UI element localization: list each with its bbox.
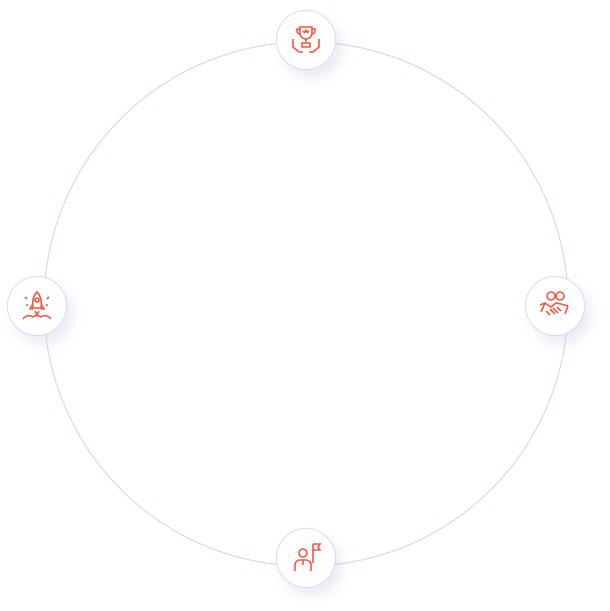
node-handshake [525,276,585,336]
trophy-hands-icon [292,26,320,53]
handshake-money-icon [539,291,569,316]
person-flag-icon [294,543,322,571]
node-rocket [7,276,67,336]
node-trophy [276,10,336,70]
rocket-launch-icon [22,290,52,320]
node-leader [276,528,336,588]
